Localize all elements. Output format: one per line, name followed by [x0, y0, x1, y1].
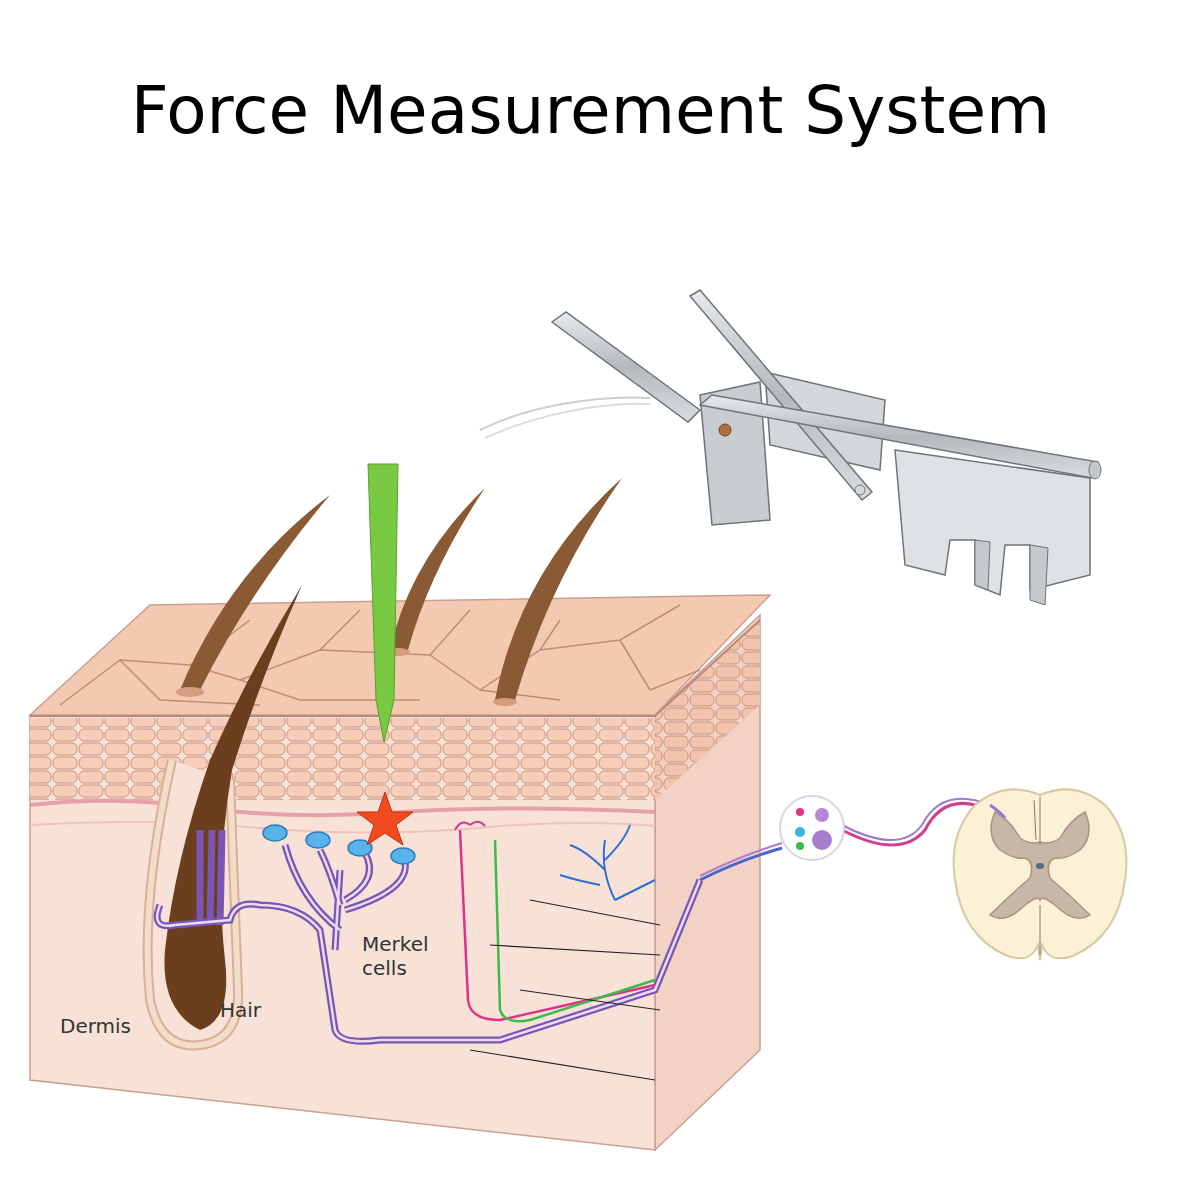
hair-part	[390, 488, 485, 650]
skin-block-part	[30, 715, 655, 1150]
merkel-cells-part	[306, 832, 330, 848]
force-device-part	[895, 450, 1090, 595]
skin-block-part-part	[430, 655, 560, 700]
force-device-part	[1089, 461, 1101, 479]
hair-part	[176, 687, 204, 697]
nerve-fibers-part	[495, 840, 655, 1021]
ganglion-part	[780, 796, 844, 860]
nerve-fibers-part	[157, 845, 700, 1041]
force-device-part	[719, 424, 731, 436]
nerve-fibers-part-part	[470, 900, 660, 1080]
nerve-fibers-part	[157, 830, 700, 1041]
skin-block-part	[30, 822, 655, 832]
skin-block-part	[30, 718, 655, 800]
ganglion-part	[796, 808, 804, 816]
spinal-cord-part	[1040, 905, 1041, 955]
skin-block	[30, 595, 770, 1150]
nerve-fibers-part	[700, 843, 782, 876]
part-label: Hair	[220, 998, 261, 1022]
nerve-fibers-part-part	[157, 880, 700, 1041]
nerve-fibers-part	[460, 830, 655, 1020]
nerve-fibers-part-part	[200, 830, 222, 925]
spinal-cord-part	[1034, 797, 1040, 845]
hair-part	[164, 585, 302, 1030]
diagram-title: Force Measurement System	[131, 72, 1051, 149]
hair-part	[495, 478, 622, 700]
force-device-part	[975, 540, 990, 590]
skin-block-part-part	[540, 620, 560, 650]
force-device-part	[552, 312, 700, 422]
ganglion-part	[815, 808, 829, 822]
force-device-part	[480, 397, 650, 430]
nerve-fibers-part	[560, 825, 655, 900]
merkel-cells-part	[391, 848, 415, 864]
stimulus-star	[357, 792, 413, 845]
force-device-part	[690, 290, 872, 500]
spinal-cord-part	[990, 805, 1005, 818]
skin-block-part	[30, 595, 770, 715]
region-label: Dermis	[60, 1014, 131, 1038]
skin-block-part-part	[620, 640, 700, 690]
force-device-part	[855, 485, 865, 495]
nerve-fibers-part-part	[157, 880, 700, 1041]
force-device-part	[485, 404, 650, 438]
hair-part	[493, 698, 517, 706]
hair-part	[180, 495, 330, 690]
force-device	[480, 290, 1101, 605]
ganglion-part	[812, 830, 832, 850]
nerve-fibers-part	[470, 900, 660, 1080]
part-label: Merkel cells	[362, 932, 442, 980]
force-probe-part	[368, 464, 398, 742]
skin-block-part	[30, 801, 655, 816]
force-device-part	[1030, 545, 1048, 605]
nerve-fibers	[157, 799, 990, 1080]
force-probe	[357, 464, 413, 845]
ganglion	[780, 796, 844, 860]
spinal-cord-part	[1036, 863, 1044, 869]
ganglion-part	[796, 842, 804, 850]
merkel-cells-part	[263, 825, 287, 841]
spinal-cord	[954, 789, 1127, 960]
spinal-cord-part	[954, 789, 1127, 960]
nerve-fibers-part	[455, 822, 485, 830]
nerve-fibers-part	[700, 848, 782, 880]
nerve-fibers-part-part	[560, 825, 655, 900]
ganglion-part	[795, 827, 805, 837]
